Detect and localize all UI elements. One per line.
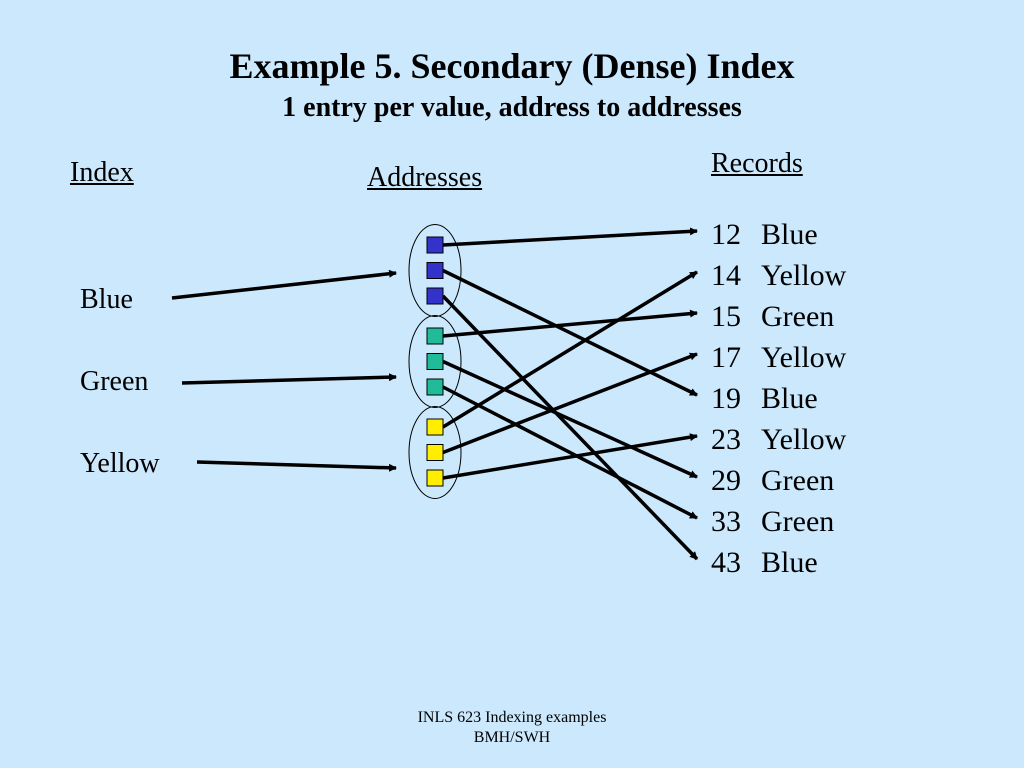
address-box-43 <box>426 287 444 305</box>
index-pointer-green <box>181 373 397 385</box>
address-pointer-29 <box>442 359 698 479</box>
record-row: 33 Green <box>711 501 846 542</box>
record-row: 12 Blue <box>711 214 846 255</box>
index-pointer-yellow <box>196 460 397 472</box>
address-box-19 <box>426 262 444 279</box>
address-box-29 <box>426 353 444 370</box>
address-box-14 <box>426 418 444 436</box>
record-color: Blue <box>761 546 818 579</box>
index-pointer-blue <box>171 269 397 300</box>
address-pointer-12 <box>442 227 698 247</box>
index-value-blue: Blue <box>80 284 133 315</box>
record-row: 43 Blue <box>711 542 846 583</box>
record-color: Blue <box>761 218 818 251</box>
footer-course: INLS 623 Indexing examples <box>417 709 607 726</box>
address-box-23 <box>426 469 444 487</box>
record-color: Green <box>761 300 835 333</box>
records-header: Records <box>711 148 803 179</box>
record-row: 29 Green <box>711 460 846 501</box>
record-number: 33 <box>711 505 741 538</box>
record-color: Yellow <box>761 341 847 374</box>
record-number: 19 <box>711 382 741 415</box>
record-number: 15 <box>711 300 741 333</box>
address-pointer-43 <box>441 294 699 561</box>
address-box-17 <box>426 444 444 461</box>
record-number: 17 <box>711 341 741 374</box>
record-row: 19 Blue <box>711 378 846 419</box>
record-row: 17 Yellow <box>711 337 846 378</box>
address-box-33 <box>426 378 444 396</box>
record-number: 23 <box>711 423 741 456</box>
record-color: Blue <box>761 382 818 415</box>
address-pointer-15 <box>442 309 698 338</box>
address-box-15 <box>426 327 444 345</box>
record-number: 12 <box>711 218 741 251</box>
address-bucket-yellow <box>408 406 462 499</box>
record-row: 14 Yellow <box>711 255 846 296</box>
address-bucket-blue <box>408 224 462 317</box>
address-box-12 <box>426 236 444 254</box>
slide-title: Example 5. Secondary (Dense) Index <box>229 46 795 86</box>
record-row: 23 Yellow <box>711 419 846 460</box>
record-number: 29 <box>711 464 741 497</box>
index-header: Index <box>70 157 134 188</box>
footer-authors: BMH/SWH <box>473 729 551 746</box>
address-pointer-14 <box>442 270 698 429</box>
index-value-yellow: Yellow <box>80 448 160 479</box>
record-row: 15 Green <box>711 296 846 337</box>
record-color: Green <box>761 505 835 538</box>
record-color: Yellow <box>761 259 847 292</box>
address-pointer-33 <box>442 385 698 520</box>
footer: INLS 623 Indexing examples BMH/SWH <box>0 708 1024 748</box>
index-value-green: Green <box>80 366 149 397</box>
address-pointer-19 <box>442 268 698 397</box>
record-color: Yellow <box>761 423 847 456</box>
address-pointer-23 <box>442 433 698 480</box>
addresses-header: Addresses <box>367 162 483 193</box>
record-number: 43 <box>711 546 741 579</box>
address-pointer-17 <box>442 352 698 455</box>
record-number: 14 <box>711 259 741 292</box>
address-bucket-green <box>408 315 462 408</box>
slide-subtitle: 1 entry per value, address to addresses <box>282 92 742 123</box>
record-color: Green <box>761 464 835 497</box>
